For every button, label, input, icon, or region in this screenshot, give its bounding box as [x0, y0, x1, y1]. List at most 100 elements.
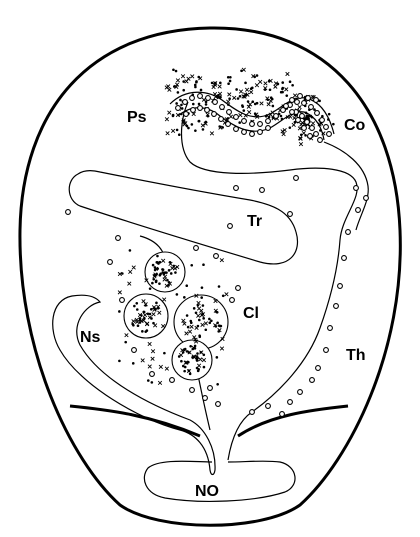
small-circle-marker [305, 120, 310, 125]
dot-marker [149, 313, 152, 316]
cross-marker [247, 110, 251, 114]
dot-marker [210, 320, 213, 323]
small-circle-marker [324, 348, 329, 353]
dot-marker [184, 366, 187, 369]
cross-marker [220, 347, 224, 351]
dot-marker [309, 115, 312, 118]
dot-marker [185, 284, 188, 287]
cross-marker [141, 359, 145, 363]
label-th: Th [346, 347, 366, 364]
small-circle-marker [190, 96, 195, 101]
cross-marker [166, 131, 170, 135]
small-circle-marker [302, 126, 307, 131]
dot-marker [121, 272, 124, 275]
small-circle-marker [230, 298, 235, 303]
dot-marker [269, 88, 272, 91]
small-circle-marker [324, 125, 329, 130]
dot-marker [211, 82, 214, 85]
dot-marker [281, 91, 284, 94]
small-circle-marker [234, 127, 239, 132]
small-circle-marker [236, 286, 241, 291]
small-circle-marker [242, 130, 247, 135]
dot-marker [216, 383, 219, 386]
dot-marker [289, 126, 292, 129]
label-co: Co [344, 117, 366, 134]
cross-marker [239, 113, 243, 117]
cross-marker [226, 100, 230, 104]
dot-marker [256, 74, 259, 77]
dot-marker [285, 94, 288, 97]
cross-marker [286, 72, 290, 76]
dot-marker [155, 302, 158, 305]
small-circle-marker [266, 119, 271, 124]
dot-marker [163, 352, 166, 355]
small-circle-marker [309, 105, 314, 110]
dot-marker [227, 82, 230, 85]
cross-marker [293, 94, 297, 98]
dot-marker [200, 296, 203, 299]
dot-marker [216, 356, 219, 359]
dot-marker [177, 91, 180, 94]
small-circle-marker [150, 372, 155, 377]
dot-marker [266, 114, 269, 117]
small-circle-marker [315, 111, 320, 116]
dot-marker [156, 255, 159, 258]
small-circle-marker [227, 110, 232, 115]
dot-marker [189, 373, 192, 376]
small-circle-marker [250, 122, 255, 127]
small-circle-marker [316, 366, 321, 371]
outer-outline [20, 28, 400, 525]
dot-marker [168, 269, 171, 272]
dot-marker [332, 123, 335, 126]
dot-marker [190, 321, 193, 324]
dot-marker [237, 97, 240, 100]
dot-marker [196, 352, 199, 355]
dot-marker [175, 102, 178, 105]
dot-marker [200, 89, 203, 92]
dot-marker [328, 113, 331, 116]
dot-marker [247, 100, 250, 103]
small-circle-marker [213, 100, 218, 105]
cross-marker [284, 88, 288, 92]
dot-marker [118, 360, 121, 363]
cross-marker [118, 291, 122, 295]
dot-marker [174, 271, 177, 274]
dot-marker [194, 86, 197, 89]
cross-marker [298, 105, 302, 109]
small-circle-marker [176, 106, 181, 111]
small-circle-marker [212, 112, 217, 117]
dot-marker [178, 133, 181, 136]
dot-marker [176, 293, 179, 296]
dot-marker [137, 324, 140, 327]
cross-marker [239, 90, 243, 94]
cross-marker [227, 93, 231, 97]
small-circle-marker [183, 100, 188, 105]
cross-marker [274, 85, 278, 89]
dot-marker [202, 263, 205, 266]
small-circle-marker [310, 126, 315, 131]
dot-marker [157, 307, 160, 310]
dot-marker [141, 330, 144, 333]
dot-marker [227, 117, 230, 120]
small-circle-marker [198, 106, 203, 111]
dot-marker [136, 308, 139, 311]
small-circle-marker [306, 96, 311, 101]
cross-marker [132, 266, 136, 270]
dot-marker [179, 99, 182, 102]
dot-marker [197, 370, 200, 373]
dot-marker [143, 317, 146, 320]
cross-marker [242, 68, 246, 72]
dot-marker [191, 123, 194, 126]
small-circle-marker [116, 236, 121, 241]
dot-marker [159, 274, 162, 277]
small-circle-marker [203, 396, 208, 401]
dot-marker [198, 334, 201, 337]
dot-marker [180, 360, 183, 363]
cross-marker [232, 96, 236, 100]
cross-marker [181, 74, 185, 78]
dot-marker [235, 88, 238, 91]
dot-marker [203, 366, 206, 369]
dot-marker [251, 87, 254, 90]
cross-marker [225, 292, 229, 296]
dot-marker [156, 267, 159, 270]
